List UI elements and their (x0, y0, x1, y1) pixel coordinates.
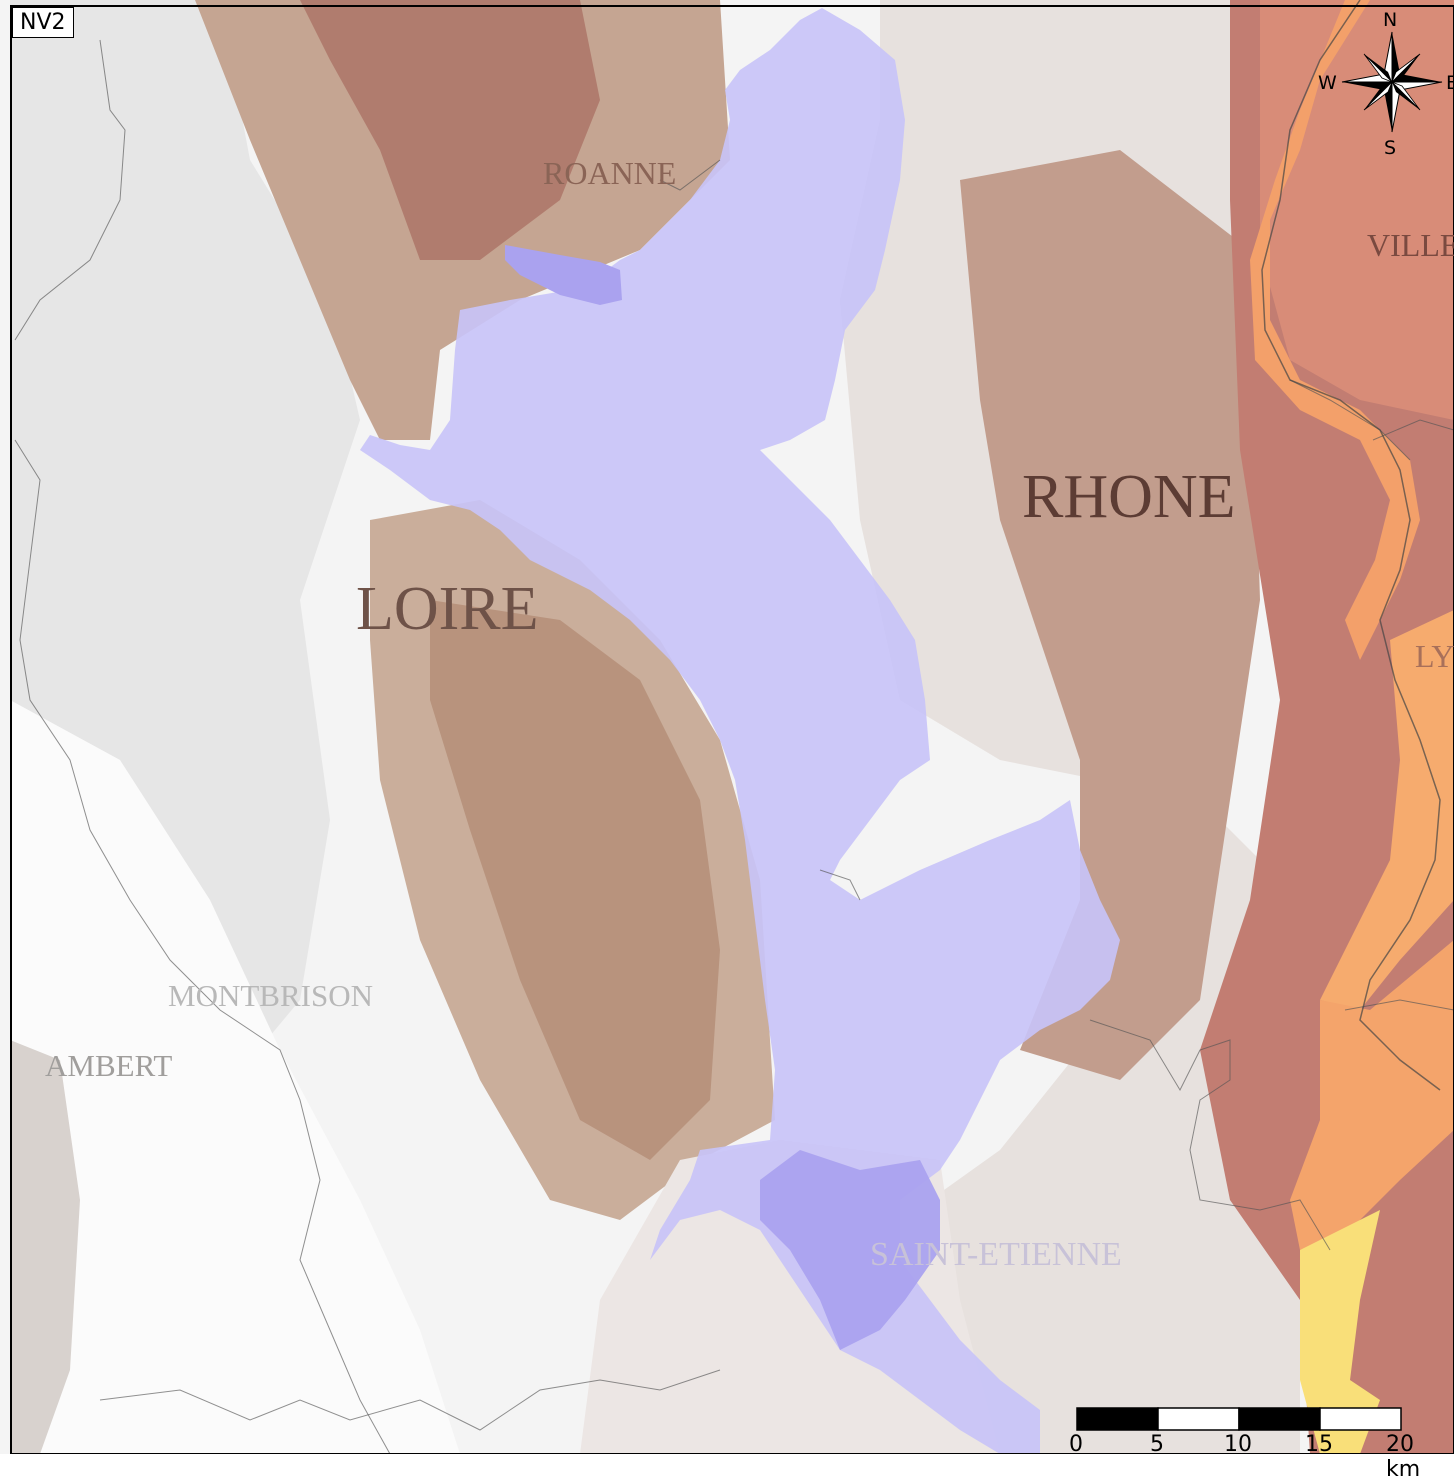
place-label-montbrison: MONTBRISON (168, 978, 373, 1013)
terrain-far-west (10, 1040, 80, 1454)
scale-tick-20: 20 km (1386, 1432, 1421, 1482)
valley-orange-lyon (1320, 610, 1454, 1010)
scale-tick-5: 5 (1150, 1432, 1164, 1457)
highlighted-region-darker-south (760, 1150, 940, 1350)
compass-west-label: W (1318, 72, 1337, 94)
compass-rose-icon (1341, 31, 1443, 133)
scale-tick-10: 10 (1224, 1432, 1252, 1457)
compass-south-label: S (1384, 137, 1397, 159)
compass-east-label: E (1446, 72, 1454, 94)
highlighted-region-darker-north (505, 245, 622, 305)
terrain-east-brown (960, 150, 1260, 1080)
place-label-lyon: LY (1415, 638, 1454, 674)
map-frame (10, 5, 1454, 1454)
scale-bar (1076, 1407, 1402, 1431)
valley-orange-north (1250, 0, 1420, 660)
terrain-southwest-white (10, 700, 460, 1454)
place-label-roanne: ROANNE (543, 155, 677, 191)
valley-orange-south (1290, 940, 1454, 1250)
highlighted-region (360, 8, 1120, 1454)
rhone-river (1261, 0, 1441, 1091)
terrain-central-brown-dark (430, 600, 720, 1160)
scale-tick-0: 0 (1069, 1432, 1083, 1457)
map-id-label: NV2 (12, 7, 74, 38)
place-label-ville: VILLE (1367, 227, 1454, 263)
place-label-saint-etienne: SAINT-ETIENNE (870, 1236, 1122, 1273)
place-label-rhone: RHONE (1022, 463, 1236, 531)
place-label-ambert: AMBERT (45, 1048, 173, 1083)
place-label-loire: LOIRE (356, 575, 539, 643)
scale-tick-15: 15 (1305, 1432, 1333, 1457)
administrative-boundaries (14, 39, 1454, 1454)
terrain-north-brown-dark (300, 0, 600, 260)
compass-north-label: N (1383, 9, 1398, 31)
valley-yellow-south (1300, 1210, 1380, 1454)
